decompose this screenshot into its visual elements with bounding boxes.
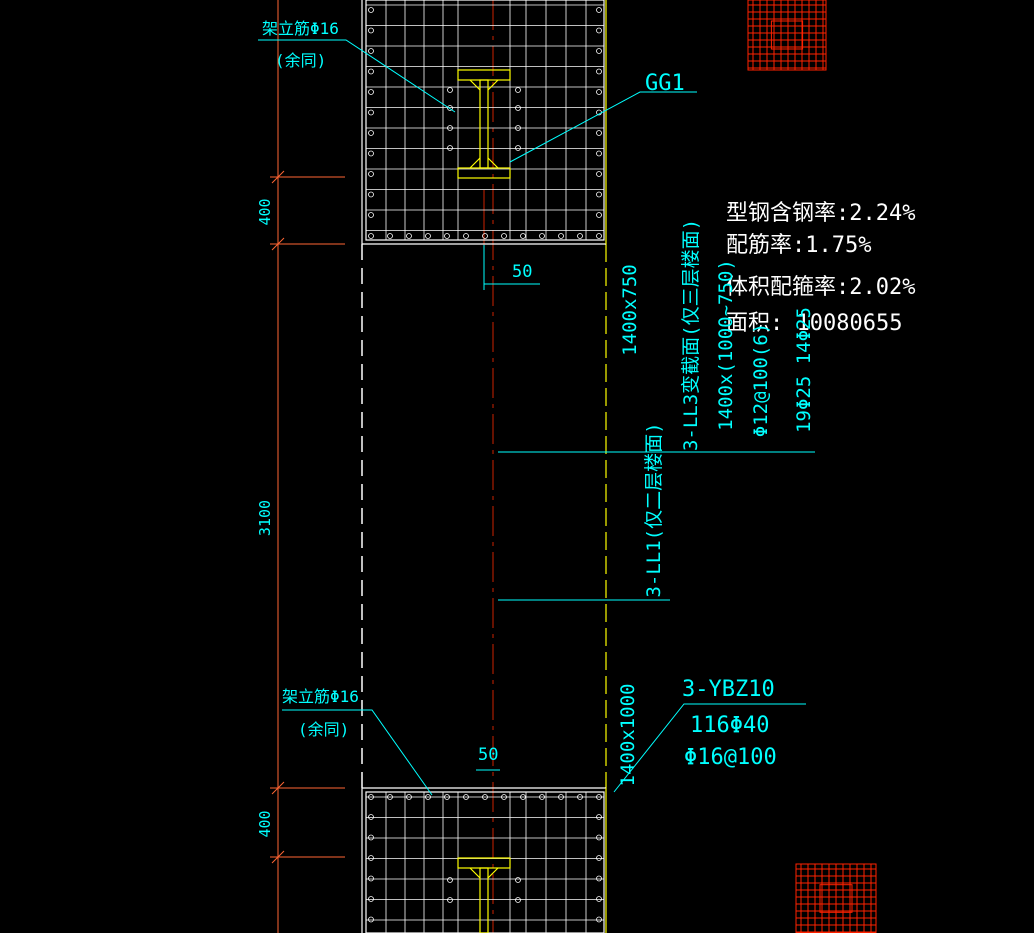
dim-50-top: 50 [512, 262, 532, 282]
section-size-1400x750: 1400x750 [619, 264, 641, 356]
ybz-stirrup: Φ16@100 [684, 745, 777, 770]
steel-member-tag: GG1 [645, 71, 685, 96]
area-text: 面积: 10080655 [726, 311, 902, 336]
ll3-size: 1400x(1000~750) [715, 259, 737, 431]
dim-50-bottom: 50 [478, 745, 498, 765]
volume-ratio-text: 体积配箍率:2.02% [726, 275, 915, 300]
ybz-tag: 3-YBZ10 [682, 677, 775, 702]
column-section-bottom [362, 787, 607, 933]
erection-bar-label-top: 架立筋Φ16 [262, 19, 339, 38]
ll3-stirrup: Φ12@100(6) [750, 323, 772, 437]
steel-i-section-bottom [457, 857, 511, 933]
dim-400-top: 400 [256, 198, 274, 225]
rebar-detail-block-bottom [795, 863, 877, 933]
section-size-1400x1000: 1400x1000 [617, 684, 639, 787]
column-section-top [362, 0, 607, 245]
steel-ratio-text: 型钢含钢率:2.24% [726, 201, 915, 226]
vertical-dimension-chain [270, 0, 345, 933]
erection-bar-label-bottom: 架立筋Φ16 [282, 687, 359, 706]
dim-3100: 3100 [256, 500, 274, 536]
rebar-detail-block-top [747, 0, 827, 71]
ll1-title: 3-LL1(仅二层楼面) [643, 422, 665, 597]
ybz-main-bars: 116Φ40 [690, 713, 769, 738]
same-below-label-top: (余同) [275, 51, 326, 70]
steel-i-section-top [457, 69, 511, 179]
dim-400-bottom: 400 [256, 810, 274, 837]
ll3-title: 3-LL3变截面(仅三层楼面) [680, 219, 702, 451]
same-below-label-bottom: (余同) [298, 720, 349, 739]
leader-lines [258, 39, 815, 796]
rebar-ratio-text: 配筋率:1.75% [726, 233, 871, 258]
ll3-main-bars: 19Φ25 14Φ25 [793, 307, 815, 433]
